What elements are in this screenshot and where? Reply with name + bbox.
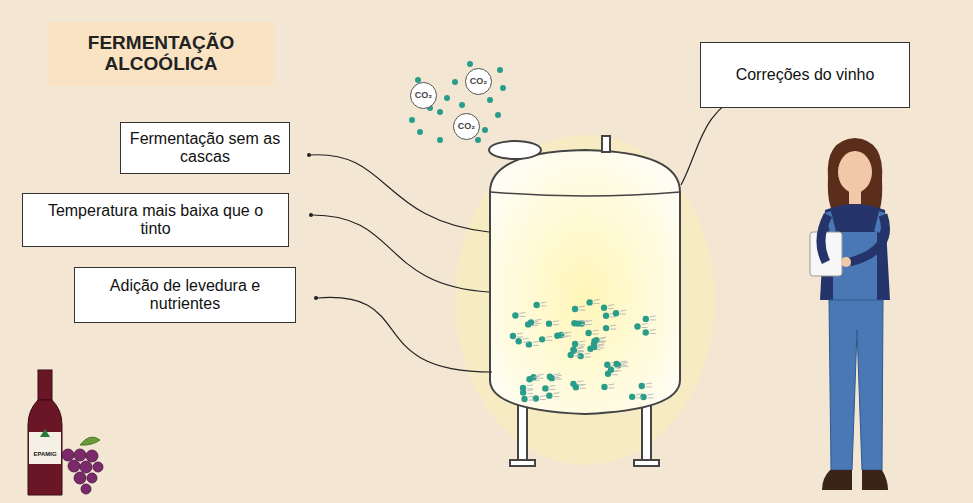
brand-label: EPAMIG — [29, 451, 61, 457]
node-text: CO₂ — [470, 76, 488, 86]
gas-dot — [452, 79, 458, 85]
gas-dot — [475, 137, 481, 143]
label-box: Correções do vinho — [700, 42, 910, 108]
yeast-dots — [510, 299, 656, 402]
yeast-cell — [572, 341, 585, 347]
yeast-cell — [639, 383, 652, 389]
grapes — [62, 437, 103, 494]
gas-dot — [497, 67, 503, 73]
gas-dot — [467, 61, 473, 67]
winemaker-figure — [810, 138, 890, 490]
tank-valve — [602, 136, 610, 152]
yeast-cell — [521, 396, 534, 402]
yeast-cell — [515, 338, 528, 344]
co2-molecule: CO₂ — [465, 68, 492, 95]
gas-dots — [409, 61, 506, 143]
tank-lid — [489, 141, 541, 159]
yeast-cell — [542, 385, 555, 391]
leader-dots — [307, 153, 318, 300]
tank-glow — [455, 135, 715, 465]
node-text: Adição de levedura e nutrientes — [83, 277, 287, 314]
yeast-cell — [643, 329, 656, 335]
yeast-cell — [572, 306, 585, 312]
gas-dot — [437, 137, 443, 143]
label-box: Adição de levedura e nutrientes — [74, 267, 296, 323]
yeast-cell — [547, 373, 560, 379]
node-text: Fermentação sem as cascas — [129, 130, 281, 167]
yeast-cell — [570, 346, 583, 352]
gas-dot — [444, 95, 450, 101]
yeast-cell — [613, 361, 626, 367]
yeast-cell — [546, 392, 559, 398]
gas-dot — [482, 127, 488, 133]
yeast-cell — [528, 319, 541, 325]
yeast-cell — [643, 316, 656, 322]
yeast-cell — [510, 333, 523, 339]
yeast-cell — [554, 333, 567, 339]
yeast-cell — [533, 395, 546, 401]
gas-dot — [409, 117, 415, 123]
yeast-cell — [603, 325, 616, 331]
yeast-cell — [533, 302, 546, 308]
node-text: Temperatura mais baixa que o tinto — [31, 202, 280, 239]
gas-dot — [437, 109, 443, 115]
yeast-cell — [608, 367, 621, 373]
label-box: Fermentação sem as cascas — [120, 122, 290, 174]
co2-molecule: CO₂ — [453, 113, 480, 140]
tank-seam — [490, 192, 680, 196]
node-text: Correções do vinho — [736, 66, 875, 84]
yeast-cell — [539, 336, 552, 342]
wine-bottle — [28, 370, 62, 495]
yeast-cell — [591, 344, 604, 350]
yeast-cell — [567, 352, 580, 358]
yeast-cell — [640, 394, 653, 400]
yeast-cell — [575, 320, 588, 326]
yeast-cell — [526, 376, 539, 382]
yeast-cell — [573, 384, 586, 390]
gas-dot — [495, 112, 501, 118]
yeast-cell — [613, 310, 626, 316]
title-box: FERMENTAÇÃO ALCOÓLICA — [48, 22, 274, 86]
gas-dot — [417, 129, 423, 135]
yeast-cell — [512, 312, 525, 318]
node-text: CO₂ — [415, 90, 433, 100]
co2-molecule: CO₂ — [410, 82, 437, 109]
gas-dot — [459, 102, 465, 108]
gas-dot — [487, 97, 493, 103]
yeast-cell — [601, 384, 614, 390]
yeast-cell — [629, 394, 642, 400]
yeast-cell — [520, 389, 533, 395]
gas-dot — [500, 85, 506, 91]
fermentation-tank — [490, 150, 680, 414]
yeast-cell — [634, 323, 647, 329]
yeast-cell — [601, 304, 614, 310]
node-text: CO₂ — [458, 121, 476, 131]
label-box: Temperatura mais baixa que o tinto — [22, 193, 289, 247]
yeast-cell — [585, 330, 598, 336]
yeast-cell — [546, 320, 559, 326]
leader-lines — [310, 92, 748, 372]
yeast-cell — [586, 299, 599, 305]
